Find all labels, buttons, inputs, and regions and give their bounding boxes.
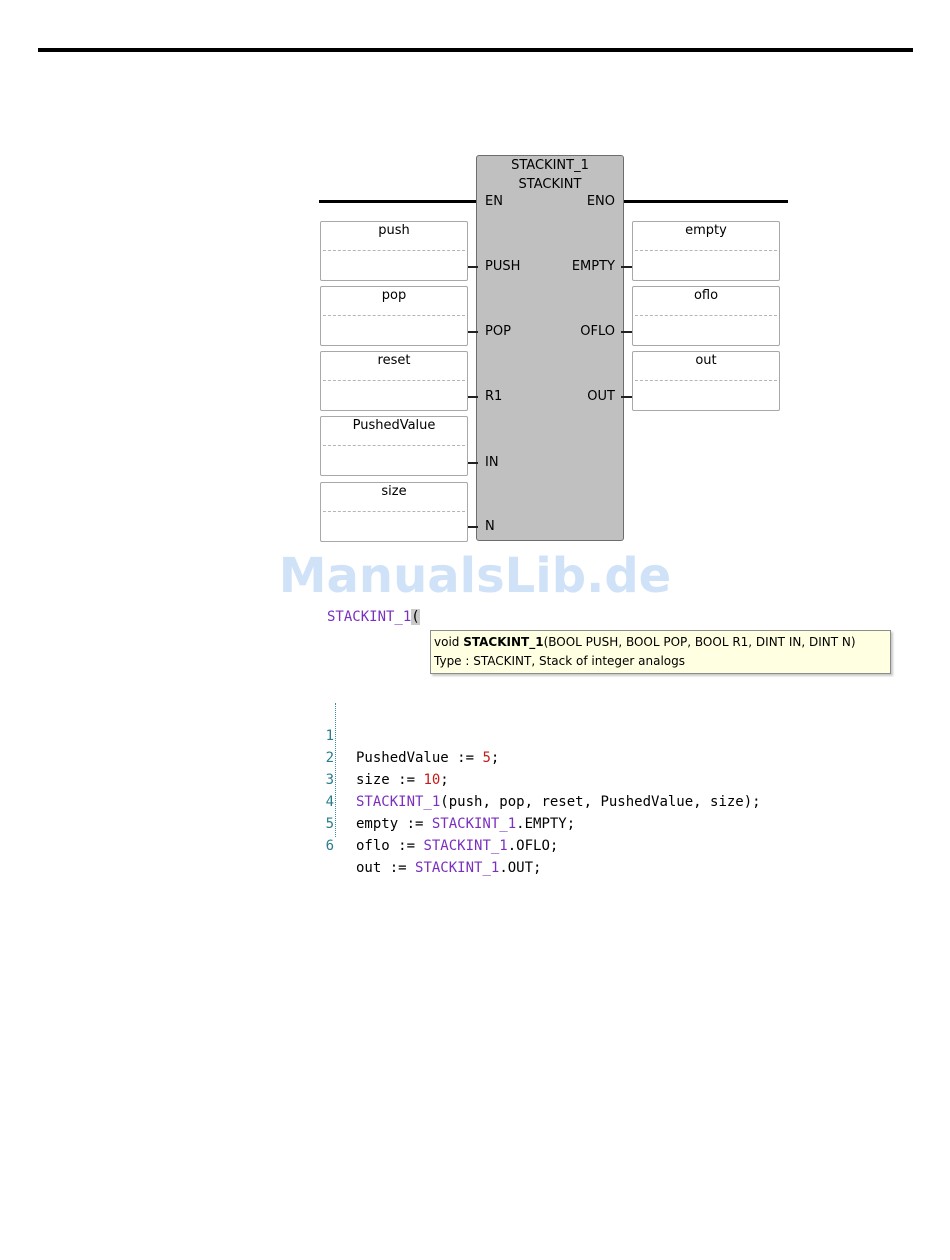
var-divider xyxy=(635,380,777,381)
var-divider xyxy=(323,380,465,381)
var-divider xyxy=(323,511,465,512)
eno-wire xyxy=(623,200,788,203)
tooltip-function-name: STACKINT_1 xyxy=(463,635,544,649)
line-number: 6 xyxy=(325,838,334,854)
pin-stub xyxy=(466,331,478,333)
code-line: 4 empty := STACKINT_1.EMPTY; xyxy=(320,769,576,832)
code-token: .EMPTY; xyxy=(516,816,576,832)
tooltip-return-type: void xyxy=(434,635,464,649)
pin-pop: POP xyxy=(485,324,511,339)
pin-stub xyxy=(466,396,478,398)
var-divider xyxy=(323,250,465,251)
line-number: 1 xyxy=(325,728,334,744)
line-number: 2 xyxy=(325,750,334,766)
block-instance-name: STACKINT_1 xyxy=(511,158,589,173)
pin-en: EN xyxy=(485,194,503,209)
code-text: size := 10; xyxy=(356,769,449,791)
pin-stub xyxy=(466,462,478,464)
code-token: .OFLO; xyxy=(507,838,559,854)
call-fb-name: STACKINT_1 xyxy=(327,609,412,625)
output-var-oflo[interactable]: oflo xyxy=(632,286,780,346)
function-block[interactable]: STACKINT_1 STACKINT EN ENO PUSH POP R1 I… xyxy=(476,155,624,541)
pin-stub xyxy=(466,526,478,528)
pin-empty: EMPTY xyxy=(571,259,615,274)
line-number: 4 xyxy=(325,794,334,810)
line-number: 5 xyxy=(325,816,334,832)
tooltip-signature: void STACKINT_1(BOOL PUSH, BOOL POP, BOO… xyxy=(434,633,887,652)
block-type-name: STACKINT xyxy=(518,177,582,192)
input-var-push[interactable]: push xyxy=(320,221,468,281)
pin-eno: ENO xyxy=(586,194,615,209)
code-token: ; xyxy=(440,772,449,788)
pin-n: N xyxy=(485,519,495,534)
code-line: 5 oflo := STACKINT_1.OFLO; xyxy=(320,791,559,854)
var-divider xyxy=(323,315,465,316)
var-name: push xyxy=(378,223,410,238)
var-name: out xyxy=(695,353,717,368)
code-text: PushedValue := 5; xyxy=(356,747,499,769)
number-literal: 10 xyxy=(423,772,441,788)
code-line: 6 out := STACKINT_1.OUT; xyxy=(320,813,542,876)
code-line: 2 size := 10; xyxy=(320,725,449,788)
var-divider xyxy=(635,250,777,251)
code-text: out := STACKINT_1.OUT; xyxy=(356,857,541,879)
code-line: 1 PushedValue := 5; xyxy=(320,703,500,766)
var-name: PushedValue xyxy=(352,418,436,433)
header-rule xyxy=(38,48,913,52)
code-text: empty := STACKINT_1.EMPTY; xyxy=(356,813,575,835)
code-text: STACKINT_1(push, pop, reset, PushedValue… xyxy=(356,791,761,813)
signature-tooltip: void STACKINT_1(BOOL PUSH, BOOL POP, BOO… xyxy=(430,630,891,674)
fb-reference: STACKINT_1 xyxy=(423,838,508,854)
input-var-reset[interactable]: reset xyxy=(320,351,468,411)
input-var-pushedvalue[interactable]: PushedValue xyxy=(320,416,468,476)
var-divider xyxy=(635,315,777,316)
fb-reference: STACKINT_1 xyxy=(431,816,517,832)
code-token: size := xyxy=(356,772,424,788)
code-line: 3 STACKINT_1(push, pop, reset, PushedVal… xyxy=(320,747,761,810)
code-token: (push, pop, reset, PushedValue, size); xyxy=(440,794,761,810)
pin-stub xyxy=(621,396,633,398)
code-token: out := xyxy=(356,860,416,876)
tooltip-type-desc: Type : STACKINT, Stack of integer analog… xyxy=(434,654,686,668)
pin-stub xyxy=(466,266,478,268)
line-gutter xyxy=(335,703,336,837)
input-var-pop[interactable]: pop xyxy=(320,286,468,346)
call-input-line[interactable]: STACKINT_1( xyxy=(327,609,420,625)
code-token: .OUT; xyxy=(499,860,542,876)
line-number: 3 xyxy=(325,772,334,788)
text-cursor: ( xyxy=(411,609,420,625)
watermark: ManualsLib.de xyxy=(278,548,672,604)
pin-in: IN xyxy=(485,455,499,470)
fb-reference: STACKINT_1 xyxy=(356,794,441,810)
pin-out: OUT xyxy=(587,389,615,404)
input-var-size[interactable]: size xyxy=(320,482,468,542)
code-token: oflo := xyxy=(356,838,424,854)
code-token: empty := xyxy=(356,816,432,832)
var-name: oflo xyxy=(693,288,719,303)
pin-push: PUSH xyxy=(485,259,521,274)
var-divider xyxy=(323,445,465,446)
pin-stub xyxy=(621,266,633,268)
code-token: ; xyxy=(490,750,500,766)
en-wire xyxy=(319,200,477,203)
number-literal: 5 xyxy=(482,750,491,766)
output-var-empty[interactable]: empty xyxy=(632,221,780,281)
var-name: reset xyxy=(377,353,411,368)
fb-reference: STACKINT_1 xyxy=(415,860,500,876)
pin-r1: R1 xyxy=(485,389,503,404)
output-var-out[interactable]: out xyxy=(632,351,780,411)
tooltip-params: (BOOL PUSH, BOOL POP, BOOL R1, DINT IN, … xyxy=(543,635,856,649)
var-name: size xyxy=(381,484,407,499)
pin-stub xyxy=(621,331,633,333)
var-name: empty xyxy=(685,223,727,238)
var-name: pop xyxy=(381,288,407,303)
code-token: PushedValue := xyxy=(356,750,483,766)
code-text: oflo := STACKINT_1.OFLO; xyxy=(356,835,558,857)
code-editor[interactable]: 1 PushedValue := 5; 2 size := 10; 3 STAC… xyxy=(320,703,761,876)
pin-oflo: OFLO xyxy=(580,324,615,339)
